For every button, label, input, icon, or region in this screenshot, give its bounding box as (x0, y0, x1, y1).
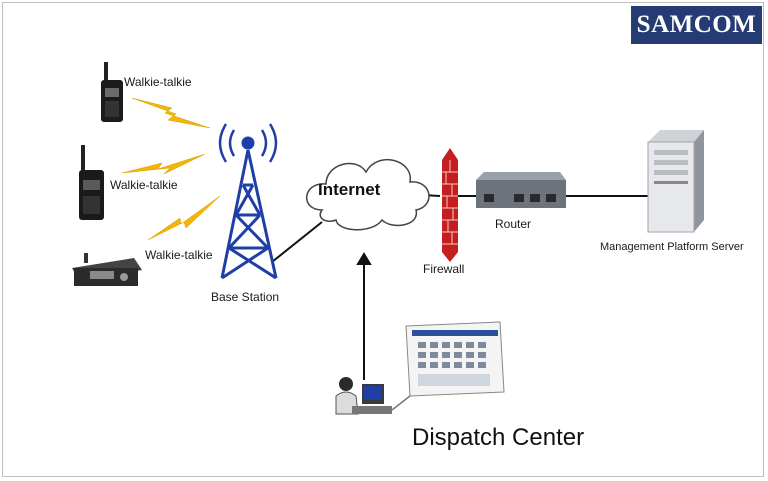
firewall-label: Firewall (423, 262, 465, 276)
base-station-label: Base Station (211, 290, 280, 304)
lightning-icon (121, 153, 206, 175)
lightning-icon (147, 195, 221, 241)
walkie-talkie-icon (79, 145, 104, 220)
frame-border (2, 2, 764, 477)
lightning-icon (131, 97, 211, 129)
server-icon (647, 130, 704, 233)
link-base-internet (271, 221, 323, 263)
arrow-head (356, 252, 372, 265)
internet-label: Internet (318, 180, 381, 199)
dispatch-center-label: Dispatch Center (412, 424, 585, 451)
walkie-talkie-label-2: Walkie-talkie (110, 178, 178, 192)
walkie-talkie-label-1: Walkie-talkie (124, 75, 192, 89)
mobile-radio-icon (72, 253, 142, 286)
dispatcher-person-icon (335, 377, 411, 415)
base-station-tower-icon (218, 123, 278, 280)
server-label: Management Platform Server (600, 241, 744, 253)
samcom-logo: SAMCOM (631, 6, 762, 44)
walkie-talkie-label-3: Walkie-talkie (145, 248, 213, 262)
firewall-icon (442, 148, 458, 262)
walkie-talkie-icon (101, 62, 123, 122)
router-label: Router (495, 217, 532, 231)
dispatch-monitor-icon (405, 321, 505, 397)
router-icon (476, 172, 566, 208)
internet-cloud-icon (305, 158, 430, 231)
radio-signals (121, 97, 221, 241)
